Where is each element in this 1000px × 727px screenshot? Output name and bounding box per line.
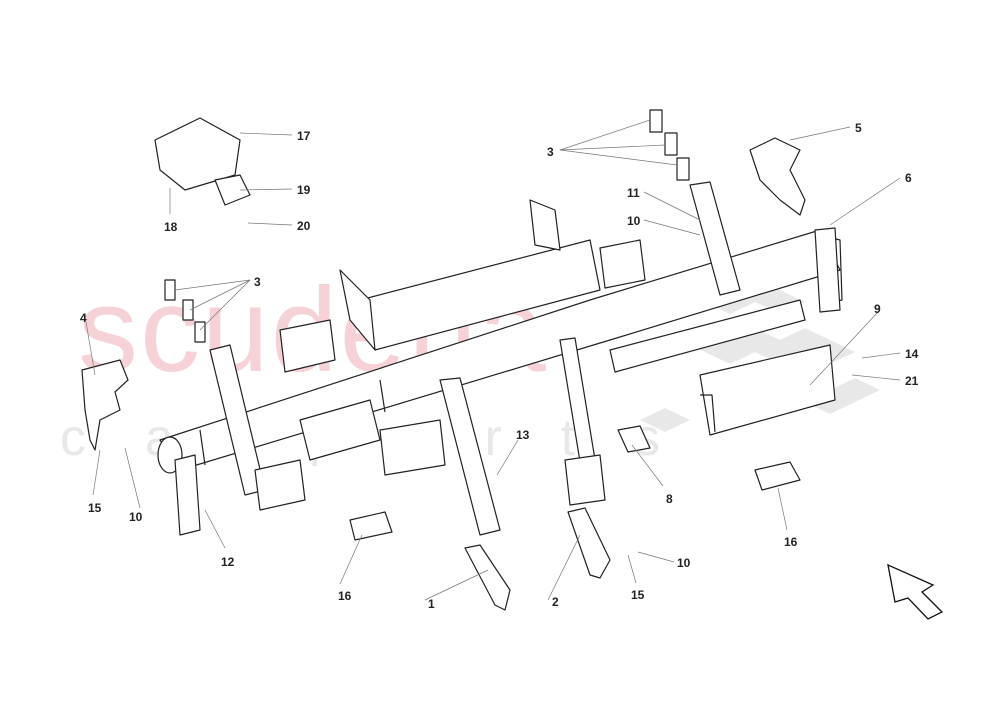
callout-11: 11 bbox=[627, 186, 640, 200]
watermark-letter: c bbox=[60, 409, 86, 467]
callout-5: 5 bbox=[855, 121, 862, 135]
callout-9: 9 bbox=[874, 302, 881, 316]
direction-arrow-icon bbox=[887, 563, 944, 620]
callout-8: 8 bbox=[666, 492, 673, 506]
callout-12: 12 bbox=[221, 555, 235, 569]
callout-16: 16 bbox=[784, 535, 798, 549]
callout-6: 6 bbox=[905, 171, 912, 185]
callout-1: 1 bbox=[428, 597, 435, 611]
watermark-letter: r bbox=[484, 409, 502, 467]
callout-19: 19 bbox=[297, 183, 311, 197]
callout-18: 18 bbox=[164, 220, 178, 234]
callout-3: 3 bbox=[254, 275, 261, 289]
callout-16: 16 bbox=[338, 589, 352, 603]
callout-20: 20 bbox=[297, 219, 311, 233]
callout-10: 10 bbox=[627, 214, 641, 228]
callout-21: 21 bbox=[905, 374, 919, 388]
callout-13: 13 bbox=[516, 428, 530, 442]
callout-2: 2 bbox=[552, 595, 559, 609]
callout-15: 15 bbox=[631, 588, 645, 602]
callout-14: 14 bbox=[905, 347, 919, 361]
callout-10: 10 bbox=[677, 556, 691, 570]
watermark-letter: t bbox=[560, 409, 576, 467]
callout-15: 15 bbox=[88, 501, 102, 515]
callout-10: 10 bbox=[129, 510, 143, 524]
callout-3: 3 bbox=[547, 145, 554, 159]
callout-17: 17 bbox=[297, 129, 311, 143]
callout-4: 4 bbox=[80, 311, 87, 325]
